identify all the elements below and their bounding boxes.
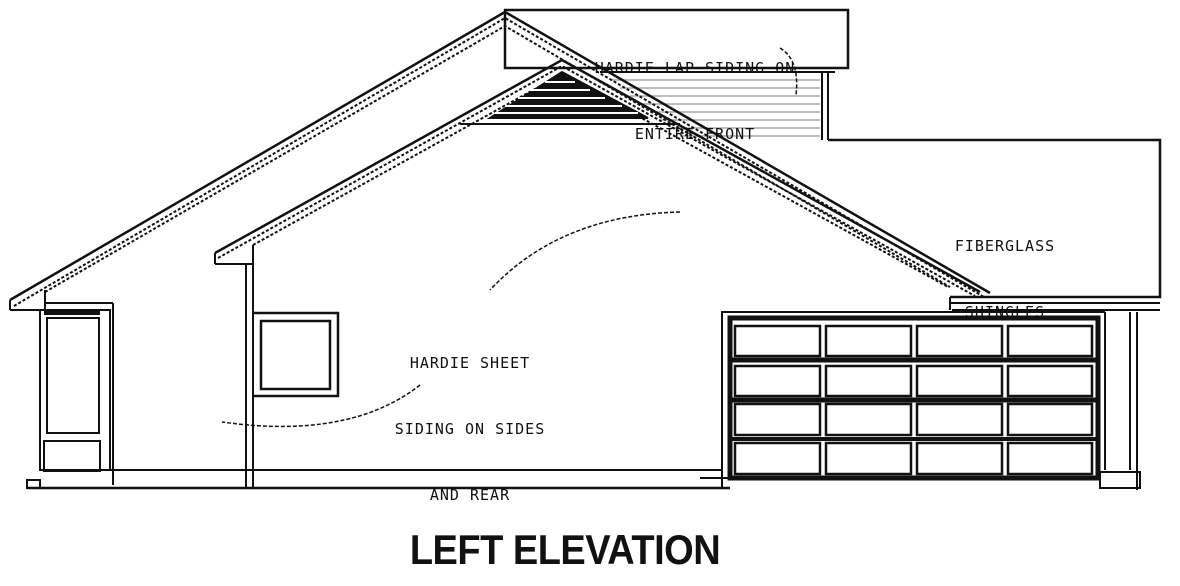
shingles-note: FIBERGLASS SHINGLES — [954, 237, 1056, 321]
gable-vent — [486, 70, 649, 119]
sheet-siding-note: HARDIE SHEET SIDING ON SIDES AND REAR — [394, 354, 546, 504]
front-lap-siding-area — [503, 8, 850, 140]
foundation-line — [26, 469, 730, 490]
main-roof — [9, 10, 991, 311]
drawing-title: LEFT ELEVATION — [409, 527, 721, 575]
wall-post — [245, 264, 254, 488]
garage-roof — [828, 138, 1162, 311]
garage-door — [732, 324, 1096, 476]
garage-opening — [700, 311, 1141, 490]
inner-gable-roof — [214, 58, 981, 297]
side-door — [39, 302, 114, 485]
lap-siding-note: HARDIE LAP SIDING ON ENTIRE FRONT — [594, 59, 796, 143]
side-window — [253, 311, 340, 398]
leader-lines — [221, 47, 798, 428]
